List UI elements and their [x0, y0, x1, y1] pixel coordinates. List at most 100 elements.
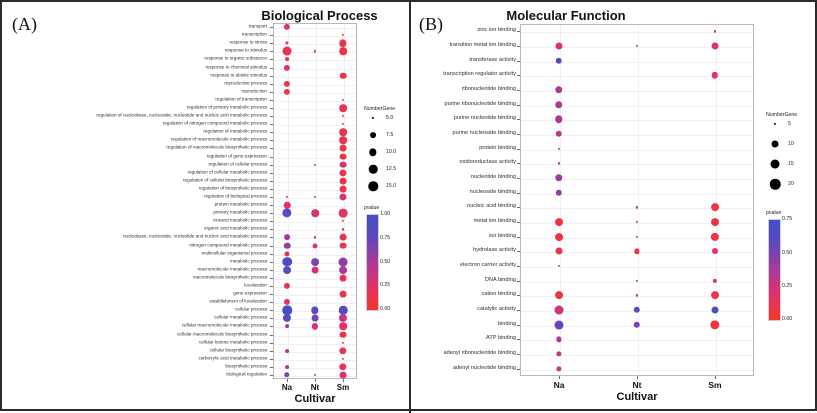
colorbar-tick-label: 0.00 [782, 316, 793, 323]
data-point [556, 366, 562, 372]
y-axis-tick [270, 302, 273, 304]
size-legend-key [770, 159, 780, 169]
y-axis-tick [517, 163, 520, 165]
y-axis-label: metal ion binding [473, 218, 516, 225]
data-point [339, 153, 347, 160]
data-point [339, 177, 347, 185]
data-point [555, 189, 563, 196]
y-axis-tick [517, 266, 520, 267]
x-axis-tick-label: Na [553, 380, 565, 390]
y-axis-label: regulation of metabolic process [203, 128, 267, 134]
data-point [339, 363, 347, 371]
y-axis-tick [270, 83, 273, 85]
y-axis-label: regulation of nitrogen compound metaboli… [162, 120, 267, 126]
y-axis-tick [270, 116, 273, 118]
data-point [284, 251, 290, 257]
y-axis-label: protein metabolic process [214, 201, 267, 207]
data-point [711, 306, 719, 314]
y-axis-label: regulation of cellular process [208, 161, 267, 167]
gridline-h [274, 375, 356, 377]
gridline-h [274, 125, 356, 127]
data-point [338, 208, 348, 218]
gridline-h [521, 76, 753, 78]
data-point [285, 364, 289, 369]
y-axis-label: reproductive process [224, 80, 267, 86]
gridline-v [560, 25, 561, 375]
size-legend-key [369, 148, 377, 156]
data-point [284, 234, 290, 241]
gridline-h [274, 181, 356, 183]
data-point [555, 100, 563, 109]
data-point [313, 50, 317, 53]
colorbar-tick-label: 0.75 [380, 234, 391, 241]
x-axis-tick [315, 379, 316, 382]
data-point [711, 203, 719, 212]
data-point [339, 274, 347, 282]
y-axis-tick [270, 358, 273, 360]
data-point [634, 248, 640, 254]
y-axis-label: response to stress [229, 39, 267, 45]
pvalue-colorbar [768, 219, 781, 322]
gridline-h [274, 197, 356, 199]
y-axis-label: carboxylic acid metabolic process [198, 355, 267, 361]
data-point [341, 123, 345, 126]
data-point [311, 306, 319, 314]
y-axis-tick [270, 245, 273, 247]
gridline-h [521, 267, 753, 268]
data-point [555, 174, 563, 182]
y-axis-label: response to organic substance [204, 56, 267, 62]
data-point [338, 305, 348, 315]
data-point [338, 257, 348, 267]
y-axis-label: protein binding [479, 144, 516, 151]
gridline-h [274, 100, 356, 102]
data-point [339, 128, 347, 137]
y-axis-tick [517, 134, 520, 135]
data-point [341, 357, 345, 360]
y-axis-label: cellular macromolecule metabolic process [181, 323, 267, 329]
colorbar-tick-label: 1.00 [380, 211, 391, 218]
data-point [282, 314, 292, 323]
data-point [556, 351, 562, 357]
y-axis-label: purine nucleotide binding [453, 115, 516, 122]
x-axis-tick [637, 376, 638, 379]
y-axis-tick [270, 221, 273, 223]
data-point [285, 348, 289, 353]
data-point [311, 257, 319, 266]
y-axis-label: gene expression [233, 290, 267, 296]
y-axis-tick [517, 207, 520, 209]
gridline-h [521, 149, 753, 151]
size-legend-label: 15 [788, 161, 794, 168]
size-legend-key [370, 132, 376, 139]
panel-b-letter: (B) [419, 14, 443, 34]
y-axis-label: binding [497, 320, 516, 327]
gridline-h [521, 208, 753, 210]
gridline-h [274, 84, 356, 86]
y-axis-tick [270, 91, 273, 93]
data-point [711, 218, 719, 226]
data-point [339, 161, 347, 168]
y-axis-tick [517, 178, 520, 179]
y-axis-label: regulation of macromolecule biosynthetic… [166, 145, 267, 151]
data-point [633, 321, 641, 328]
size-legend-title: NumberGene [364, 106, 396, 112]
gridline-h [521, 296, 753, 298]
y-axis-label: cellular biosynthetic process [209, 347, 267, 353]
y-axis-tick [270, 334, 273, 336]
gridline-h [521, 355, 753, 356]
panel-b-plot-area [520, 24, 754, 376]
y-axis-tick [270, 43, 273, 45]
y-axis-tick [517, 251, 520, 253]
data-point [635, 294, 639, 297]
gridline-h [274, 189, 356, 191]
data-point [339, 371, 347, 379]
data-point [555, 232, 563, 241]
size-legend-key [771, 140, 779, 148]
data-point [285, 324, 289, 329]
data-point [554, 320, 564, 330]
colorbar-tick-label: 0.25 [380, 282, 391, 289]
y-axis-label: regulation of cellular biosynthetic proc… [182, 177, 267, 183]
y-axis-label: catalytic activity [477, 306, 516, 313]
data-point [311, 266, 319, 274]
x-axis-tick-label: Sm [336, 383, 350, 392]
data-point [283, 23, 291, 31]
